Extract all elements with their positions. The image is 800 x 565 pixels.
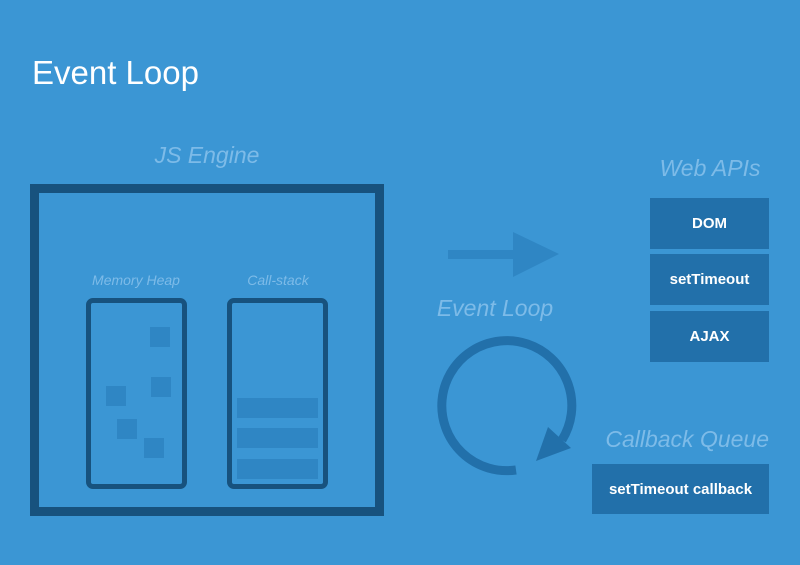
callback-queue-item: setTimeout callback	[592, 464, 769, 514]
web-api-settimeout: setTimeout	[650, 254, 769, 305]
loop-arrow-icon	[437, 336, 577, 476]
stack-frame	[237, 398, 318, 418]
callback-queue-label: Callback Queue	[605, 426, 769, 452]
js-engine-box	[30, 184, 384, 516]
page-title: Event Loop	[32, 54, 199, 91]
stack-frame	[237, 428, 318, 448]
heap-object	[106, 386, 126, 406]
web-api-ajax: AJAX	[650, 311, 769, 362]
heap-object	[151, 377, 171, 397]
heap-object	[117, 419, 137, 439]
stack-frame	[237, 459, 318, 479]
web-apis-label: Web APIs	[659, 155, 761, 181]
memory-heap-label: Memory Heap	[92, 272, 180, 288]
call-stack-label: Call-stack	[247, 272, 309, 288]
heap-object	[150, 327, 170, 347]
heap-object	[144, 438, 164, 458]
event-loop-label: Event Loop	[436, 295, 554, 321]
call-stack-box	[227, 298, 328, 489]
web-api-dom: DOM	[650, 198, 769, 249]
js-engine-label: JS Engine	[154, 142, 260, 168]
right-arrow-icon	[448, 232, 559, 277]
memory-heap-box	[86, 298, 187, 489]
